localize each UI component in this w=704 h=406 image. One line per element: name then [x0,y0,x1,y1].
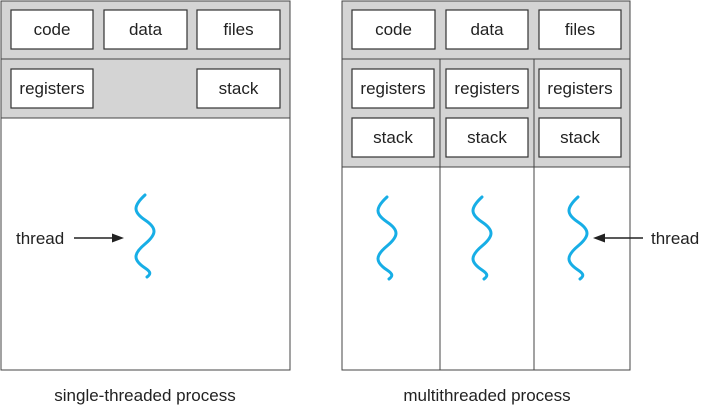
thread-1: registers stack [351,68,435,281]
registers-label: registers [547,79,612,98]
code-label: code [34,20,71,39]
stack-label: stack [219,79,259,98]
stack-label: stack [373,128,413,147]
registers-box [351,68,435,109]
multithreaded-caption: multithreaded process [403,386,570,405]
multithreaded-process: code data files registers stack register… [341,0,699,405]
stack-box [351,117,435,158]
arrowhead-icon [112,233,124,243]
registers-box [445,68,529,109]
stack-box: stack [196,68,281,109]
data-label: data [129,20,163,39]
wavy-line-icon [567,195,589,281]
stack-label: stack [467,128,507,147]
registers-label: registers [360,79,425,98]
code-label: code [375,20,412,39]
single-threaded-caption: single-threaded process [54,386,235,405]
stack-box [445,117,529,158]
wavy-line-icon [376,195,398,281]
thread-label: thread [651,229,699,248]
code-box: code [351,9,436,50]
thread-label: thread [16,229,64,248]
thread-3: registers stack [538,68,622,281]
data-box: data [445,9,529,50]
data-label: data [470,20,504,39]
code-box: code [10,9,94,50]
arrowhead-icon [593,233,605,243]
data-box: data [103,9,188,50]
registers-label: registers [19,79,84,98]
single-threaded-process: code data files registers stack thread s… [0,0,291,405]
wavy-line-icon [134,193,156,279]
files-box: files [196,9,281,50]
registers-label: registers [454,79,519,98]
files-label: files [565,20,595,39]
registers-box [538,68,622,109]
files-label: files [223,20,253,39]
files-box: files [538,9,622,50]
registers-box: registers [10,68,94,109]
thread-2: registers stack [445,68,529,281]
stack-label: stack [560,128,600,147]
stack-box [538,117,622,158]
wavy-line-icon [471,195,493,281]
